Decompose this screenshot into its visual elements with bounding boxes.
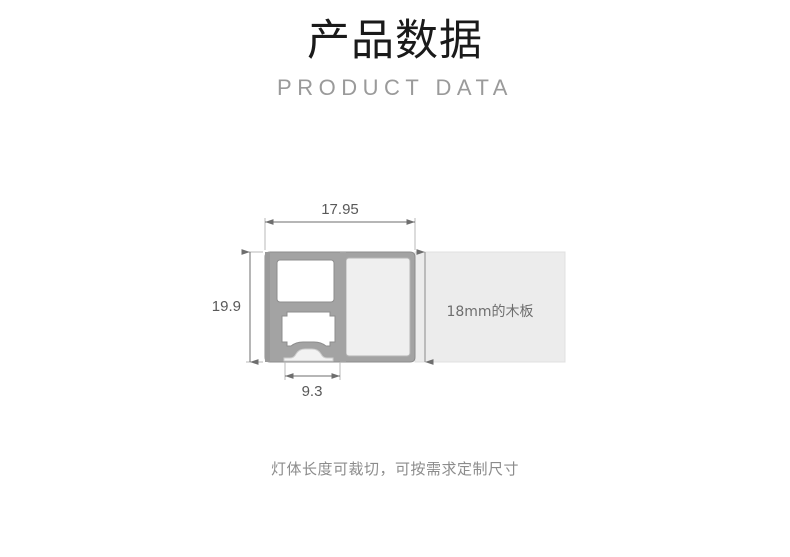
wood-board-body	[414, 251, 566, 363]
page-subtitle: PRODUCT DATA	[277, 75, 513, 100]
dimension-width-bottom: 9.3	[284, 362, 341, 400]
profile-upper-chamber	[276, 259, 335, 303]
profile-board-slot	[345, 257, 411, 357]
dimension-label-width-bottom: 9.3	[302, 383, 323, 400]
dimension-height-left: 19.9	[212, 249, 263, 365]
wood-board: 18mm的木板	[414, 251, 566, 363]
profile-cross-section-diagram: 18mm的木板 17.95	[212, 201, 566, 400]
page-title: 产品数据	[307, 16, 483, 66]
technical-drawing: 18mm的木板 17.95	[0, 190, 790, 420]
profile-lower-chamber-cavity	[281, 311, 336, 347]
profile-center-divider	[340, 252, 346, 362]
profile-diffuser-lens	[283, 348, 334, 362]
dimension-label-width-top: 17.95	[321, 201, 359, 218]
dimension-label-height-left: 19.9	[212, 298, 241, 315]
aluminium-profile	[264, 251, 416, 363]
profile-left-wall	[265, 252, 270, 362]
footer-caption: 灯体长度可裁切，可按需求定制尺寸	[270, 460, 519, 478]
dimension-width-top: 17.95	[264, 201, 416, 250]
wood-board-label: 18mm的木板	[446, 304, 533, 320]
page-header: 产品数据 PRODUCT DATA	[0, 0, 790, 101]
